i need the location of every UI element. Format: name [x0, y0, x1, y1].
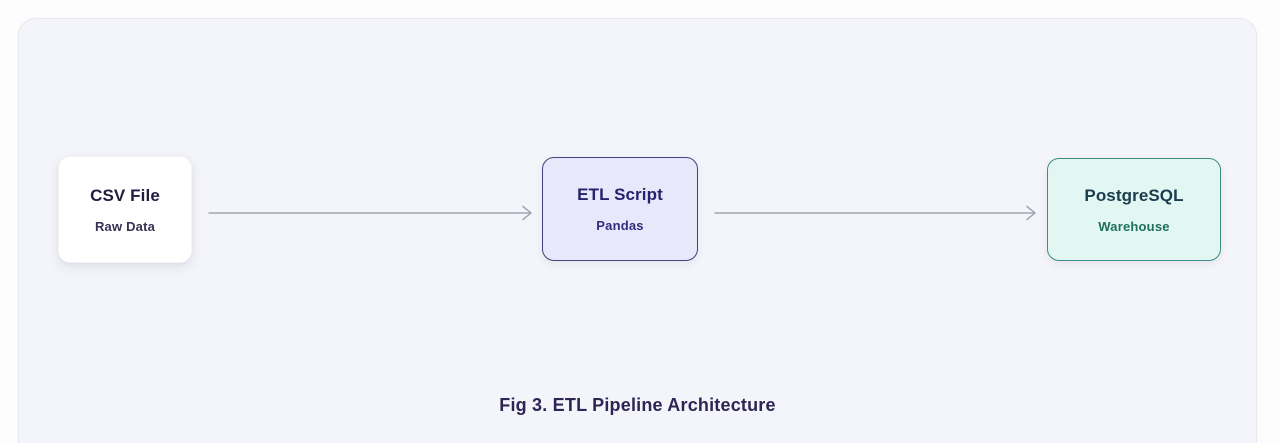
diagram-panel: CSV File Raw Data ETL Script Pandas Post…: [18, 18, 1257, 443]
connector-arrow-csv-to-etl-icon: [208, 205, 532, 221]
node-etl-script-title: ETL Script: [577, 185, 663, 204]
node-csv-file-subtitle: Raw Data: [94, 218, 156, 234]
node-postgresql-subtitle: Warehouse: [1098, 218, 1170, 234]
connector-arrow-etl-to-postgresql-icon: [714, 205, 1036, 221]
node-postgresql: PostgreSQL Warehouse: [1047, 158, 1221, 261]
figure-caption: Fig 3. ETL Pipeline Architecture: [499, 395, 776, 415]
node-csv-file-title: CSV File: [90, 185, 160, 205]
node-postgresql-title: PostgreSQL: [1084, 185, 1184, 205]
node-etl-script-subtitle: Pandas: [596, 218, 644, 233]
node-etl-script: ETL Script Pandas: [542, 157, 698, 261]
node-csv-file: CSV File Raw Data: [58, 156, 192, 263]
